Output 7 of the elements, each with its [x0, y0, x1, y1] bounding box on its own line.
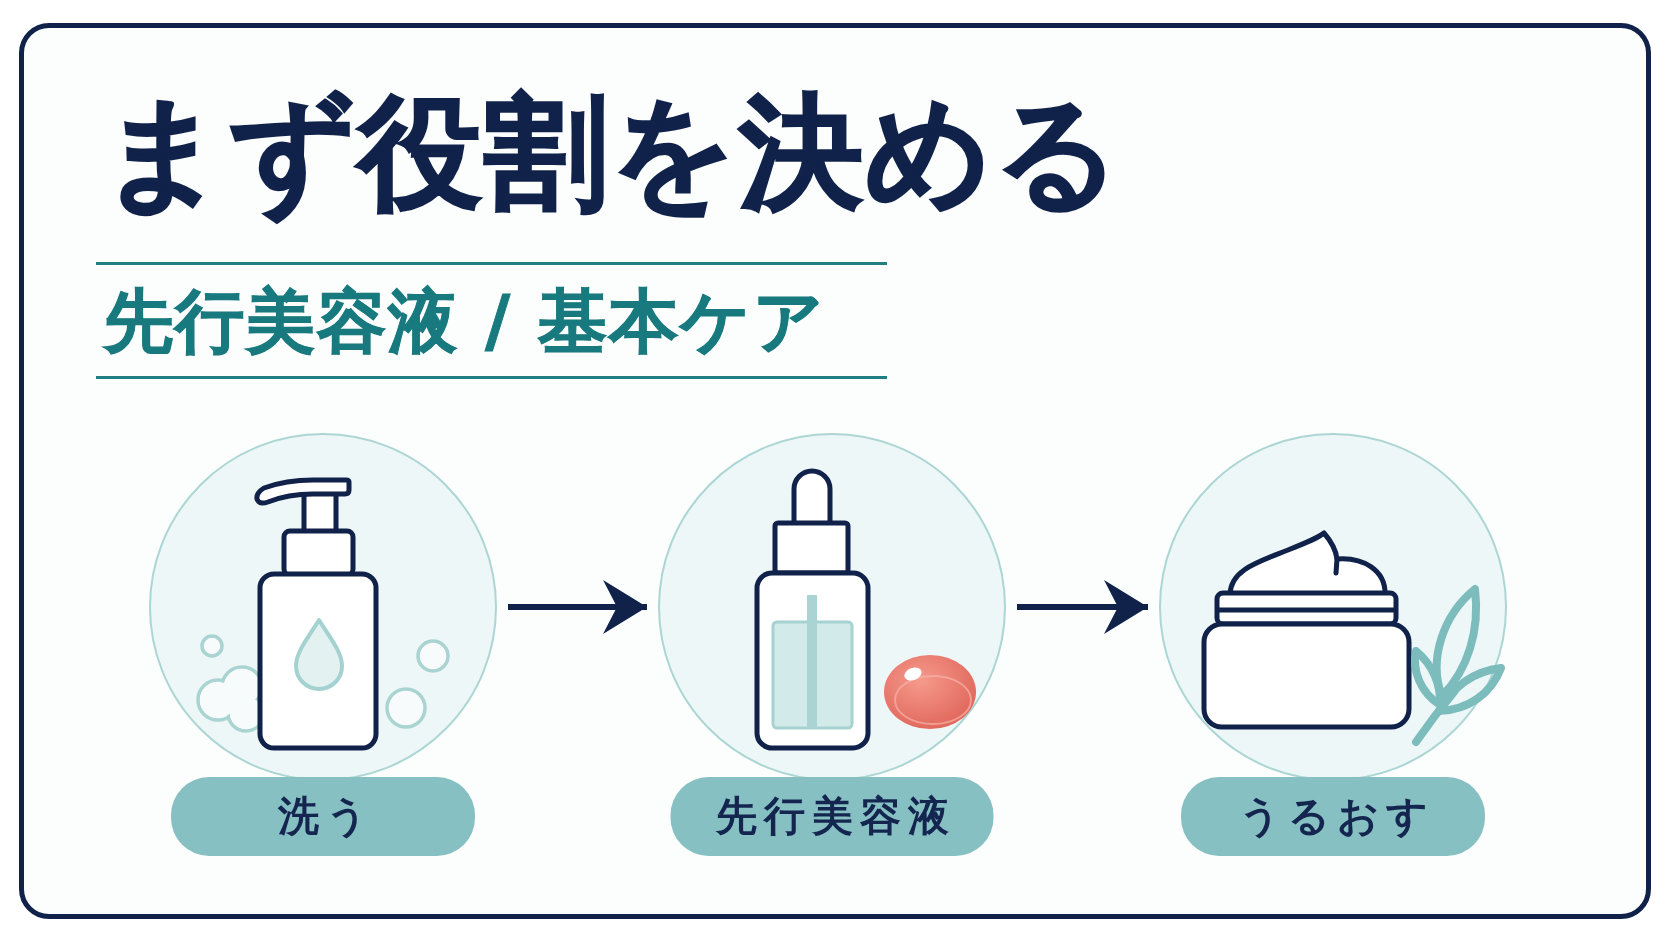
- title: まず役割を決める: [100, 79, 1123, 226]
- step-label: うるおす: [1181, 777, 1485, 856]
- subtitle: 先行美容液 / 基本ケア: [104, 280, 827, 363]
- step-label: 洗う: [171, 777, 475, 856]
- arrow: [1017, 580, 1148, 634]
- step-label: 先行美容液: [670, 777, 994, 856]
- arrow: [508, 580, 647, 634]
